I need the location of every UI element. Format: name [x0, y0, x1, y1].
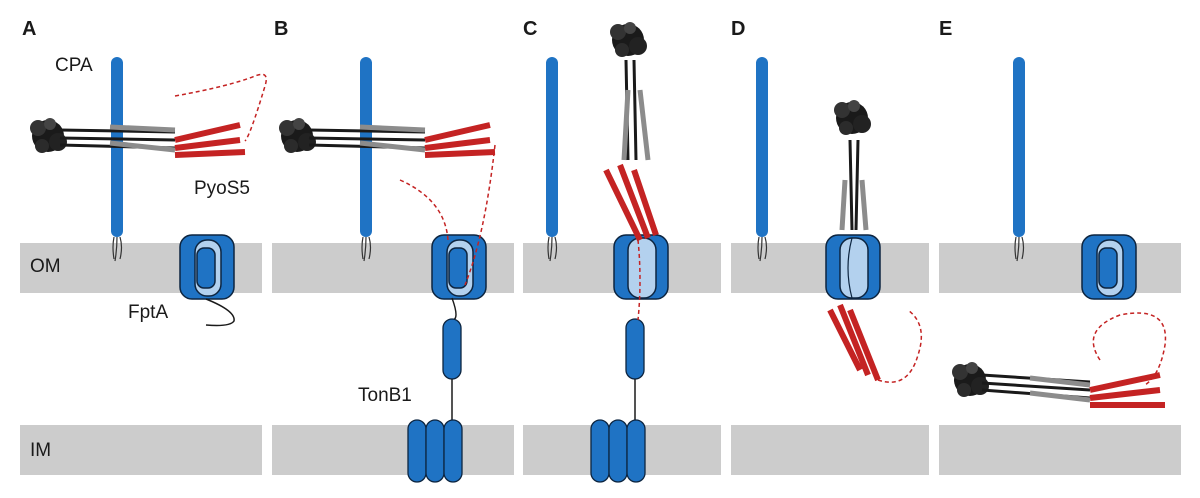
- pyos5-d: [827, 100, 923, 383]
- tonb1-complex-c: [590, 318, 646, 483]
- pyos5-c: [603, 22, 659, 321]
- fpta-barrels: [179, 234, 1137, 327]
- pyos5-b: [279, 118, 496, 286]
- im-label: IM: [30, 440, 52, 461]
- fpta-barrel-b: [431, 234, 487, 300]
- tonb1-label: TonB1: [358, 385, 412, 406]
- tonb1-complexes: [407, 297, 646, 483]
- panel-letter-a: A: [22, 18, 37, 40]
- tonb1-complex-b: [407, 297, 463, 483]
- cpa-rod-b: [360, 57, 372, 262]
- panel-letter-b: B: [274, 18, 289, 40]
- panel-letter-e: E: [939, 18, 953, 40]
- im-band-d: [731, 425, 929, 475]
- pyos5-label: PyoS5: [194, 178, 250, 199]
- cpa-rod-c: [546, 57, 558, 262]
- im-band-e: [939, 425, 1181, 475]
- im-band-b: [272, 425, 514, 475]
- panel-letter-d: D: [731, 18, 746, 40]
- fpta-label: FptA: [128, 302, 169, 323]
- im-band-a: [20, 425, 262, 475]
- pyos5-a: [30, 73, 267, 158]
- fpta-barrel-c: [613, 234, 669, 300]
- pyos5-e: [952, 312, 1167, 408]
- cpa-rod-e: [1013, 57, 1025, 262]
- cpa-rod-a: [111, 57, 123, 262]
- fpta-barrel-e: [1081, 234, 1137, 300]
- panel-letter-c: C: [523, 18, 538, 40]
- om-band-e: [939, 243, 1181, 293]
- cpa-rods: [111, 57, 1025, 262]
- fpta-barrel-a: [179, 234, 235, 327]
- cpa-rod-d: [756, 57, 768, 262]
- fpta-barrel-d: [825, 234, 881, 300]
- cpa-label: CPA: [55, 55, 93, 76]
- om-label: OM: [30, 256, 61, 277]
